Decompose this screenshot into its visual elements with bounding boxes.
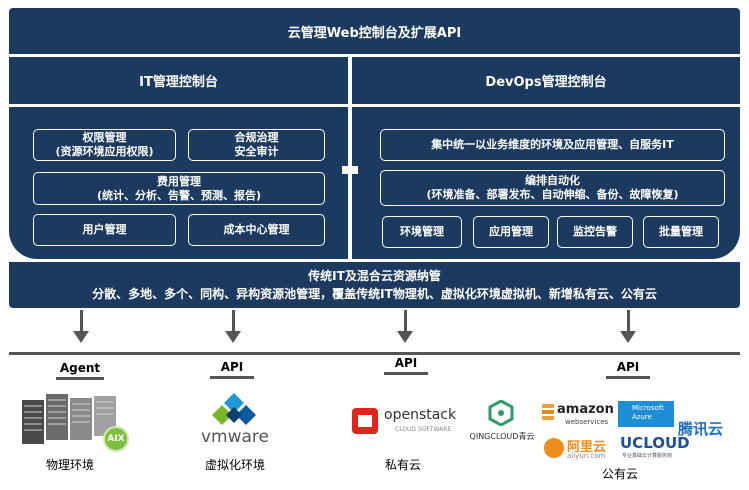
arrow-head-virtual: [225, 331, 241, 343]
amazon-logo-text: amazon: [557, 402, 614, 417]
aix-logo-text: AIX: [107, 434, 125, 444]
permission-management-sub: (资源环境应用权限): [55, 145, 154, 158]
devops-console-header: DevOps管理控制台: [352, 57, 740, 104]
orchestration-label: 编排自动化: [525, 174, 580, 187]
compliance-sub: 安全审计: [234, 145, 279, 158]
tencent-cloud-logo-text: 腾讯云: [678, 420, 724, 438]
application-management-box: 应用管理: [473, 216, 549, 248]
azure-logo-brand: Microsoft: [632, 404, 664, 412]
qingcloud-icon: [488, 399, 514, 427]
azure-logo: Microsoft Azure: [618, 401, 674, 427]
agent-label: Agent: [59, 361, 101, 375]
arrow-shaft-public: [627, 310, 630, 332]
cost-center-label: 成本中心管理: [223, 223, 290, 236]
api-label-private-underline: [384, 372, 428, 375]
openstack-icon: [352, 408, 378, 434]
it-console-panel: [9, 107, 348, 259]
cost-management-sub: (统计、分析、告警、预测、报告): [96, 188, 262, 202]
panel-connector: [342, 166, 358, 174]
environment-management-label: 环境管理: [400, 225, 444, 238]
monitoring-alert-label: 监控告警: [573, 225, 617, 238]
public-cloud-caption: 公有云: [601, 467, 638, 481]
devops-console-title: DevOps管理控制台: [485, 75, 607, 90]
ucloud-tagline: 专业基础云计算服务商: [622, 453, 673, 459]
aliyun-icon: [544, 438, 564, 458]
cost-management-box: 费用管理 (统计、分析、告警、预测、报告): [33, 172, 325, 205]
aws-icon: [542, 404, 554, 422]
divider-line: [9, 352, 740, 355]
aliyun-logo-text: 阿里云: [567, 440, 607, 455]
resource-management-title: 传统IT及混合云资源纳管: [308, 269, 441, 283]
vmware-logo-text: vmware: [200, 427, 270, 447]
permission-management-label: 权限管理: [82, 131, 127, 144]
api-label-virtual: API: [220, 360, 244, 374]
ucloud-logo-text: UCLOUD: [620, 434, 690, 452]
physical-caption: 物理环境: [45, 458, 94, 472]
batch-management-label: 批量管理: [659, 225, 703, 238]
permission-management-box: 权限管理 (资源环境应用权限): [33, 129, 176, 161]
aliyun-domain: aliyun.com: [567, 452, 606, 460]
virtualization-caption: 虚拟化环境: [204, 458, 265, 472]
api-label-private: API: [394, 356, 418, 370]
openstack-tagline: CLOUD SOFTWARE: [395, 426, 452, 433]
arrow-head-physical: [73, 331, 89, 343]
top-bar: 云管理Web控制台及扩展API: [9, 8, 740, 54]
arrow-shaft-private: [404, 310, 407, 332]
monitoring-alert-box: 监控告警: [557, 216, 633, 248]
compliance-label: 合规治理: [234, 131, 279, 144]
it-console-title: IT管理控制台: [139, 75, 218, 90]
top-bar-title: 云管理Web控制台及扩展API: [287, 25, 462, 41]
api-label-public-underline: [606, 376, 650, 379]
agent-label-underline: [56, 377, 104, 380]
orchestration-box: 编排自动化 (环境准备、部署发布、自动伸缩、备份、故障恢复): [380, 170, 725, 206]
cost-management-label: 费用管理: [157, 174, 201, 188]
resource-management-bar: 传统IT及混合云资源纳管 分散、多地、多个、同构、异构资源池管理，覆盖传统IT物…: [9, 262, 740, 308]
aix-logo: AIX: [103, 426, 129, 452]
api-label-virtual-underline: [210, 376, 254, 379]
environment-management-box: 环境管理: [382, 216, 462, 248]
arrow-head-public: [620, 331, 636, 343]
batch-management-box: 批量管理: [643, 216, 719, 248]
compliance-box: 合规治理 安全审计: [188, 129, 325, 161]
resource-management-desc: 分散、多地、多个、同构、异构资源池管理，覆盖传统IT物理机、虚拟化环境虚拟机、新…: [92, 287, 657, 301]
user-management-box: 用户管理: [33, 214, 176, 246]
orchestration-sub: (环境准备、部署发布、自动伸缩、备份、故障恢复): [426, 188, 679, 201]
aws-tagline: webservices: [565, 418, 609, 426]
application-management-label: 应用管理: [489, 225, 533, 238]
unified-management-box: 集中统一以业务维度的环境及应用管理、自服务IT: [380, 129, 725, 161]
it-console-header: IT管理控制台: [9, 57, 348, 104]
cost-center-box: 成本中心管理: [188, 214, 325, 246]
arrow-shaft-virtual: [232, 310, 235, 332]
private-cloud-caption: 私有云: [384, 458, 421, 472]
qingcloud-logo-text: QINGCLOUD青云: [469, 432, 535, 441]
arrow-head-private: [397, 331, 413, 343]
unified-management-label: 集中统一以业务维度的环境及应用管理、自服务IT: [431, 138, 674, 151]
openstack-logo-text: openstack: [384, 407, 457, 423]
vmware-logo-icon: [212, 393, 256, 427]
devops-console-panel: [352, 107, 740, 259]
arrow-shaft-physical: [80, 310, 83, 332]
api-label-public: API: [616, 360, 640, 374]
user-management-label: 用户管理: [82, 223, 127, 236]
azure-logo-text: Azure: [632, 413, 652, 421]
